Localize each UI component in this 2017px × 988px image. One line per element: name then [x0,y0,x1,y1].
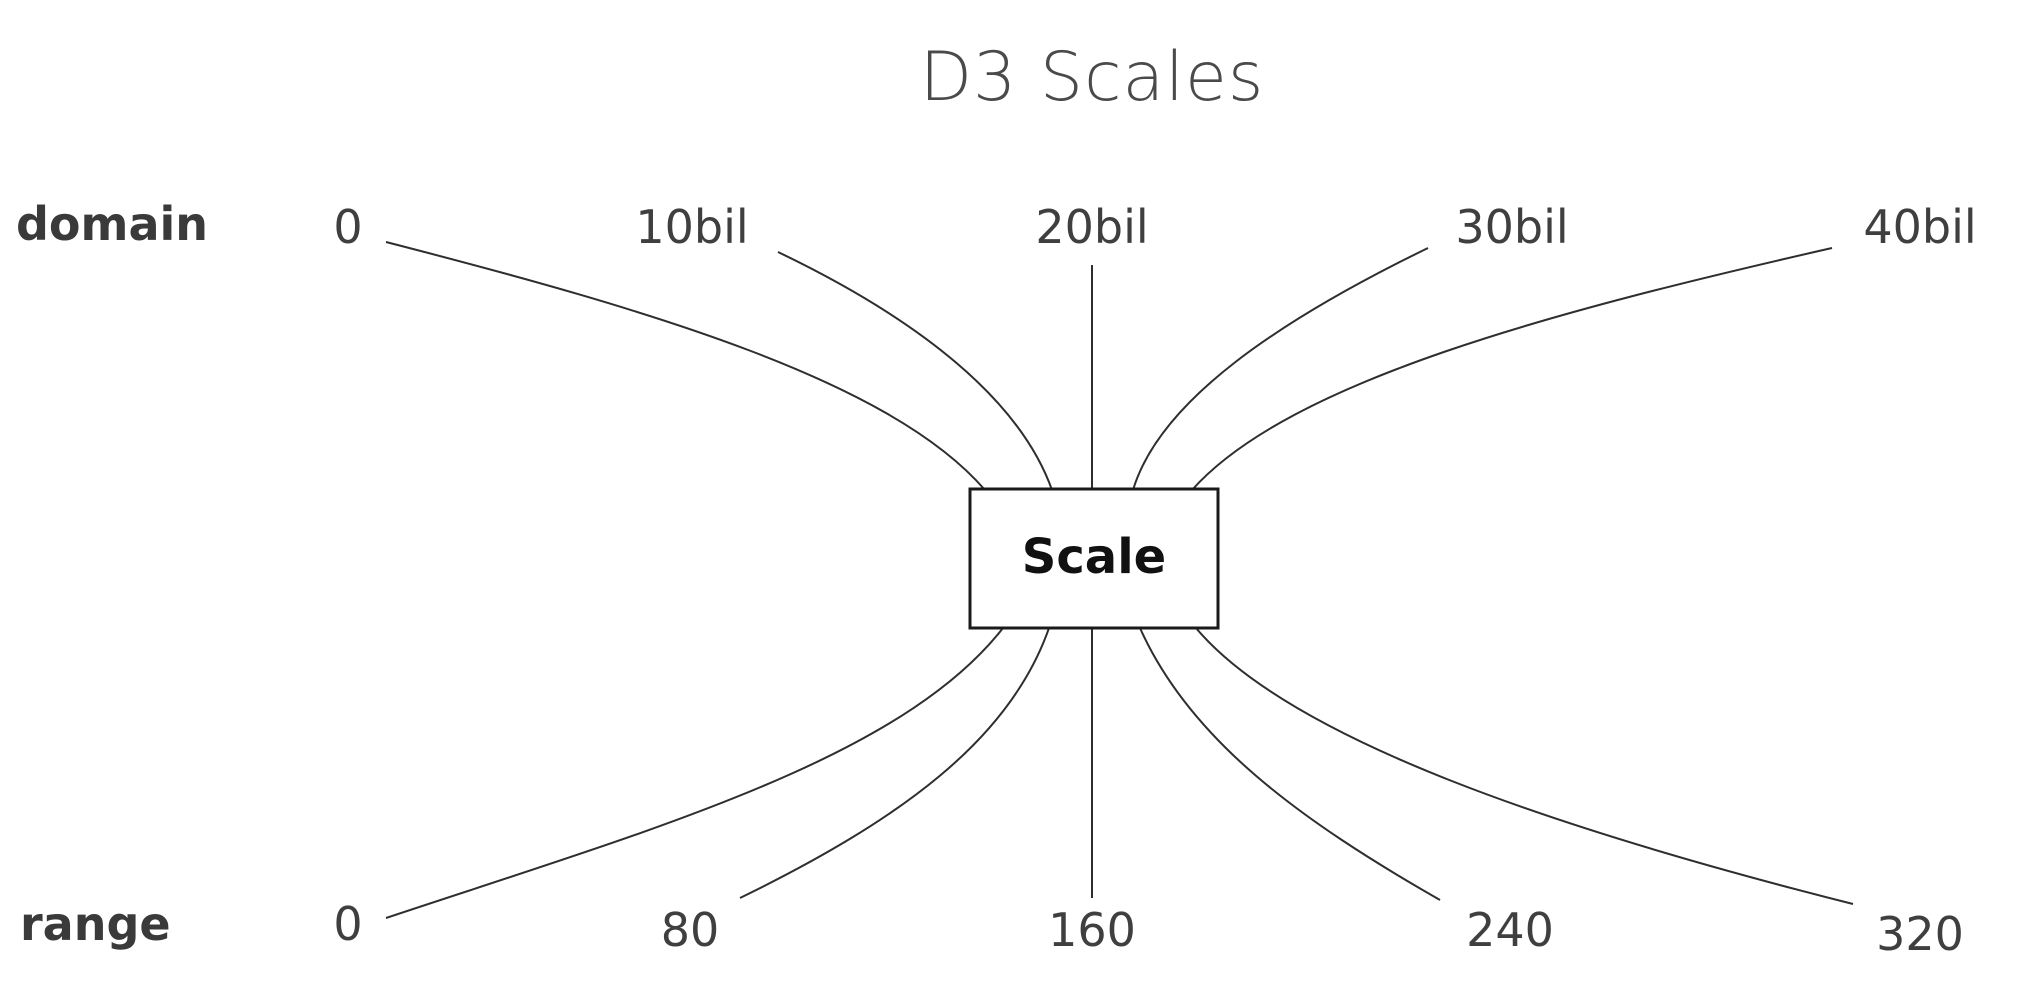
range-row-label: range [20,897,171,951]
scale-box-label: Scale [1022,529,1166,585]
scale-box: Scale [968,487,1220,630]
domain-connectors [385,241,1833,491]
diagram-title: D3 Scales [920,38,1265,117]
domain-connector-4 [1191,247,1833,491]
domain-connector-1 [777,251,1053,491]
domain-ticks: 0 10bil 20bil 30bil 40bil [333,200,1976,254]
domain-row-label: domain [16,197,208,251]
range-tick: 320 [1876,907,1964,961]
range-tick: 0 [333,897,362,951]
range-connectors [385,627,1854,919]
range-connector-1 [739,627,1050,899]
domain-tick: 30bil [1455,200,1568,254]
range-connector-4 [1195,627,1854,905]
domain-tick: 40bil [1863,200,1976,254]
range-tick: 80 [661,903,720,957]
range-connector-3 [1139,627,1441,901]
range-tick: 160 [1048,903,1136,957]
scale-box-rect [968,487,1220,630]
domain-tick: 20bil [1035,200,1148,254]
range-ticks: 0 80 160 240 320 [333,897,1964,961]
domain-tick: 0 [333,200,362,254]
domain-tick: 10bil [635,200,748,254]
range-connector-0 [385,627,1004,919]
domain-connector-0 [385,241,986,491]
domain-connector-3 [1132,247,1429,491]
range-tick: 240 [1466,903,1554,957]
